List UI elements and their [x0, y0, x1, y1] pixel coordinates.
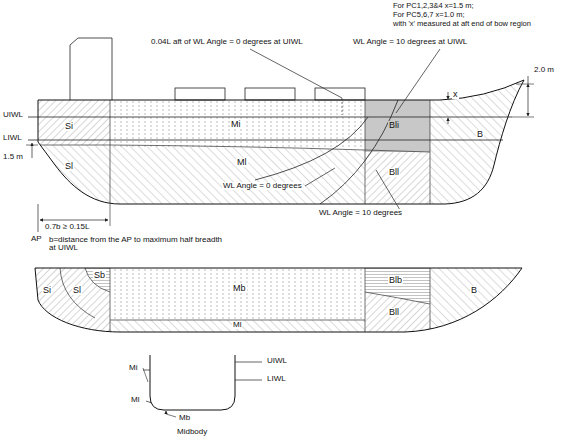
hull-line	[28, 140, 503, 141]
hull-line	[255, 117, 368, 180]
hull-line	[365, 268, 366, 332]
note-text: For PC1,2,3&4 x=1.5 m;	[392, 2, 475, 10]
hull-line	[40, 220, 108, 221]
region-code: Mi	[230, 120, 242, 129]
note-text: For PC5,6,7 x=1.0 m;	[392, 11, 466, 19]
hull-line	[85, 268, 110, 292]
hull-line	[430, 265, 525, 335]
hull-line	[110, 320, 365, 335]
region-code: Sl	[72, 286, 82, 295]
hull-line	[110, 100, 365, 148]
hull-line	[528, 76, 529, 84]
hull-line	[365, 152, 430, 212]
hull-line	[70, 38, 112, 100]
hull-line	[110, 146, 365, 210]
hull-line	[365, 100, 366, 204]
hull-line	[430, 70, 530, 215]
region-code: Ml	[232, 321, 242, 329]
view-title: Midbody	[176, 428, 208, 436]
hull-line	[448, 118, 449, 124]
region-code: Mb	[232, 284, 247, 293]
hull-line	[166, 411, 167, 414]
hull-line	[365, 292, 430, 335]
callout-text: WL Angle = 0 degrees	[222, 182, 303, 190]
hull-line	[60, 268, 95, 318]
waterline-label: UIWL	[266, 357, 288, 365]
region-code: Bll	[388, 308, 400, 317]
region-code: Mi	[128, 364, 138, 372]
hull-line	[512, 117, 534, 118]
hull-line	[143, 368, 148, 382]
dimension-symbol: x	[452, 90, 459, 99]
hull-line	[342, 98, 343, 115]
hull-line	[146, 401, 152, 403]
hull-line	[85, 268, 110, 292]
hull-line	[35, 268, 522, 332]
region-code: Ml	[130, 396, 140, 404]
note-text: b=distance from the AP to maximum half b…	[48, 236, 225, 253]
region-code: Bli	[388, 121, 400, 130]
dimension-value: 0.7b ≥ 0.15L	[44, 223, 90, 231]
reference-label: AP	[30, 235, 43, 243]
hull-line	[38, 70, 530, 215]
waterline-label: LIWL	[266, 375, 287, 383]
region-code: B	[476, 130, 484, 139]
waterline-label: UIWL	[2, 111, 24, 119]
region-code: Blb	[388, 276, 403, 285]
dimension-value: 2.0 m	[533, 66, 555, 74]
region-code: Ml	[236, 158, 248, 167]
hull-line	[448, 92, 449, 99]
hull-line	[235, 380, 262, 381]
hull-line	[38, 80, 524, 204]
hull-line	[30, 265, 525, 335]
hull-line	[245, 88, 295, 100]
hull-line	[38, 100, 110, 145]
note-text: with 'x' measured at aft end of bow regi…	[392, 20, 532, 28]
hull-line	[430, 90, 431, 204]
region-code: Si	[42, 286, 52, 295]
hull-line	[110, 265, 365, 320]
hull-line	[110, 268, 111, 332]
hull-line	[305, 168, 335, 186]
callout-text: 0.04L aft of WL Angle = 0 degrees at UIW…	[150, 38, 304, 46]
region-code: Sb	[93, 271, 106, 280]
hull-line	[516, 84, 534, 85]
hull-line	[85, 268, 110, 292]
hull-line	[150, 355, 235, 410]
hull-line	[430, 268, 431, 332]
hull-line	[365, 100, 430, 152]
region-code: Bll	[388, 168, 400, 177]
region-code: Mb	[178, 414, 191, 422]
hull-line	[110, 204, 111, 226]
waterline-label: LIWL	[2, 134, 23, 142]
hull-line	[175, 88, 225, 100]
hull-line	[235, 362, 262, 363]
callout-text: WL Angle = 10 degrees	[318, 209, 403, 217]
hull-line	[315, 88, 365, 100]
hull-line	[528, 84, 529, 116]
hull-line	[28, 117, 512, 118]
hull-line	[396, 49, 440, 113]
hull-line	[365, 292, 430, 304]
region-code: Sl	[64, 162, 74, 171]
dimension-value: 1.5 m	[2, 153, 24, 161]
hull-line	[250, 49, 342, 98]
hull-line	[26, 145, 38, 146]
hull-line	[320, 100, 398, 204]
region-code: Si	[64, 122, 74, 131]
hull-line	[166, 414, 176, 417]
hull-line	[110, 100, 111, 204]
hull-line	[38, 145, 430, 152]
callout-text: WL Angle = 10 degrees at UIWL	[352, 38, 468, 46]
region-code: B	[470, 286, 478, 295]
hull-line	[38, 204, 39, 232]
